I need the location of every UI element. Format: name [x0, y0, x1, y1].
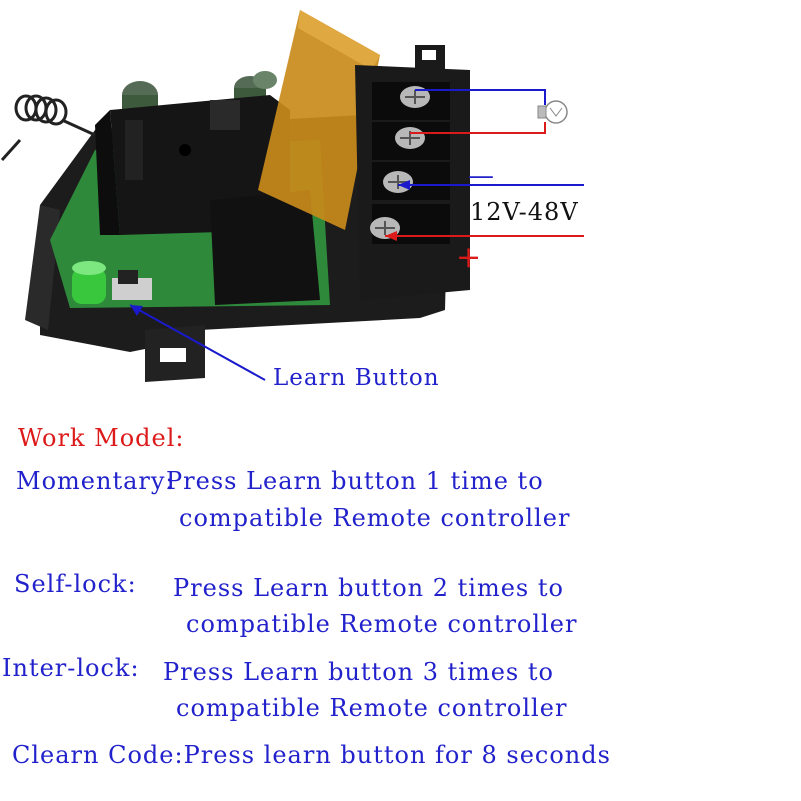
mode-momentary-line2: compatible Remote controller	[179, 504, 571, 532]
mode-interlock-line1: Press Learn button 3 times to	[163, 658, 554, 686]
learn-button-pointer	[129, 304, 266, 381]
mode-interlock-name: Inter-lock:	[2, 654, 140, 682]
relay-body-2	[210, 190, 320, 305]
mode-momentary-name: Momentary:	[16, 467, 175, 495]
antenna-coil	[0, 94, 96, 162]
terminal-block	[355, 45, 470, 300]
learn-push-button	[112, 270, 152, 300]
mode-selflock-line2: compatible Remote controller	[186, 610, 578, 638]
mode-selflock-line1: Press Learn button 2 times to	[173, 574, 564, 602]
power-wires	[385, 180, 584, 241]
clear-code-instruction: Clearn Code:Press learn button for 8 sec…	[12, 741, 611, 769]
load-wires	[410, 89, 546, 134]
minus-sign: —	[468, 161, 495, 191]
learn-button-label: Learn Button	[273, 365, 440, 391]
green-led	[72, 261, 106, 304]
mode-interlock-line2: compatible Remote controller	[176, 694, 568, 722]
mounting-hole	[160, 348, 186, 362]
plus-sign: +	[456, 240, 483, 275]
voltage-label: 12V-48V	[470, 198, 579, 226]
amber-cover-edge	[298, 10, 380, 70]
mode-selflock-name: Self-lock:	[14, 570, 137, 598]
mode-momentary-line1: Press Learn button 1 time to	[166, 467, 544, 495]
work-model-title: Work Model:	[18, 424, 185, 452]
housing-edge	[25, 205, 60, 330]
amber-cover	[258, 10, 380, 230]
light-bulb-icon	[537, 100, 568, 124]
